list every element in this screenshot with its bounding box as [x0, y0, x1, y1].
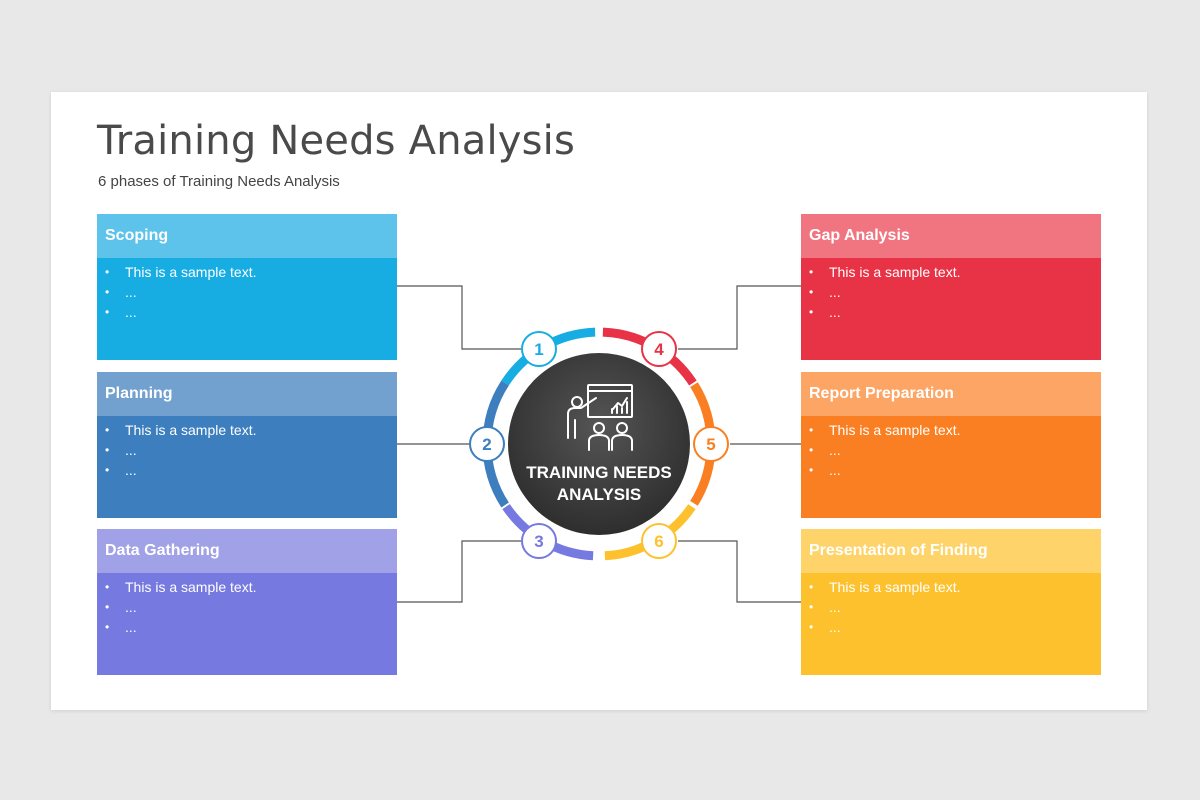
phase-card-gap-analysis: Gap Analysis This is a sample text. ... … [801, 214, 1101, 360]
phase-card-bullet: This is a sample text. [105, 420, 397, 440]
phase-card-bullet: ... [809, 597, 1101, 617]
phase-card-bullet: ... [809, 282, 1101, 302]
phase-card-bullet: This is a sample text. [105, 262, 397, 282]
phase-card-title: Report Preparation [801, 372, 1101, 416]
connector-lines [397, 285, 801, 603]
connector-4 [678, 285, 801, 350]
phase-card-bullet: This is a sample text. [809, 577, 1101, 597]
badge-1: 1 [521, 331, 557, 367]
phase-card-presentation-of-finding: Presentation of Finding This is a sample… [801, 529, 1101, 675]
phase-card-bullet: ... [105, 597, 397, 617]
phase-card-title: Data Gathering [97, 529, 397, 573]
badge-number: 2 [482, 435, 491, 454]
badge-number: 1 [534, 340, 543, 359]
badge-2: 2 [469, 426, 505, 462]
phase-card-body: This is a sample text. ... ... [97, 416, 397, 518]
presentation-teacher-icon [567, 384, 633, 451]
phase-card-scoping: Scoping This is a sample text. ... ... [97, 214, 397, 360]
phase-card-bullet: This is a sample text. [105, 577, 397, 597]
badge-number: 5 [706, 435, 715, 454]
phase-card-body: This is a sample text. ... ... [801, 573, 1101, 675]
badge-4: 4 [641, 331, 677, 367]
phase-card-title: Planning [97, 372, 397, 416]
phase-card-bullet: This is a sample text. [809, 420, 1101, 440]
page-subtitle: 6 phases of Training Needs Analysis [98, 173, 340, 190]
badge-3: 3 [521, 523, 557, 559]
center-label-line-2: ANALYSIS [557, 485, 641, 504]
phase-card-body: This is a sample text. ... ... [97, 573, 397, 675]
connector-6 [678, 540, 801, 603]
center-circle [508, 353, 690, 535]
phase-card-bullet: ... [809, 617, 1101, 637]
phase-card-title: Presentation of Finding [801, 529, 1101, 573]
phase-card-bullet: ... [105, 440, 397, 460]
phase-card-bullet: ... [105, 460, 397, 480]
page-title: Training Needs Analysis [97, 118, 576, 164]
phase-card-bullet: ... [105, 302, 397, 322]
badge-5: 5 [693, 426, 729, 462]
badge-number: 3 [534, 532, 543, 551]
phase-card-bullet: ... [105, 282, 397, 302]
phase-card-bullet: This is a sample text. [809, 262, 1101, 282]
phase-card-report-preparation: Report Preparation This is a sample text… [801, 372, 1101, 518]
phase-card-bullet: ... [105, 617, 397, 637]
phase-card-title: Gap Analysis [801, 214, 1101, 258]
phase-card-body: This is a sample text. ... ... [801, 258, 1101, 360]
badge-number: 6 [654, 532, 663, 551]
phase-card-bullet: ... [809, 440, 1101, 460]
connector-3 [397, 540, 522, 603]
badge-6: 6 [641, 523, 677, 559]
phase-card-body: This is a sample text. ... ... [801, 416, 1101, 518]
phase-card-bullet: ... [809, 460, 1101, 480]
center-label-line-1: TRAINING NEEDS [526, 463, 671, 482]
phase-card-title: Scoping [97, 214, 397, 258]
phase-card-data-gathering: Data Gathering This is a sample text. ..… [97, 529, 397, 675]
badge-number: 4 [654, 340, 664, 359]
phase-card-planning: Planning This is a sample text. ... ... [97, 372, 397, 518]
connector-1 [397, 285, 522, 350]
phase-card-body: This is a sample text. ... ... [97, 258, 397, 360]
phase-card-bullet: ... [809, 302, 1101, 322]
